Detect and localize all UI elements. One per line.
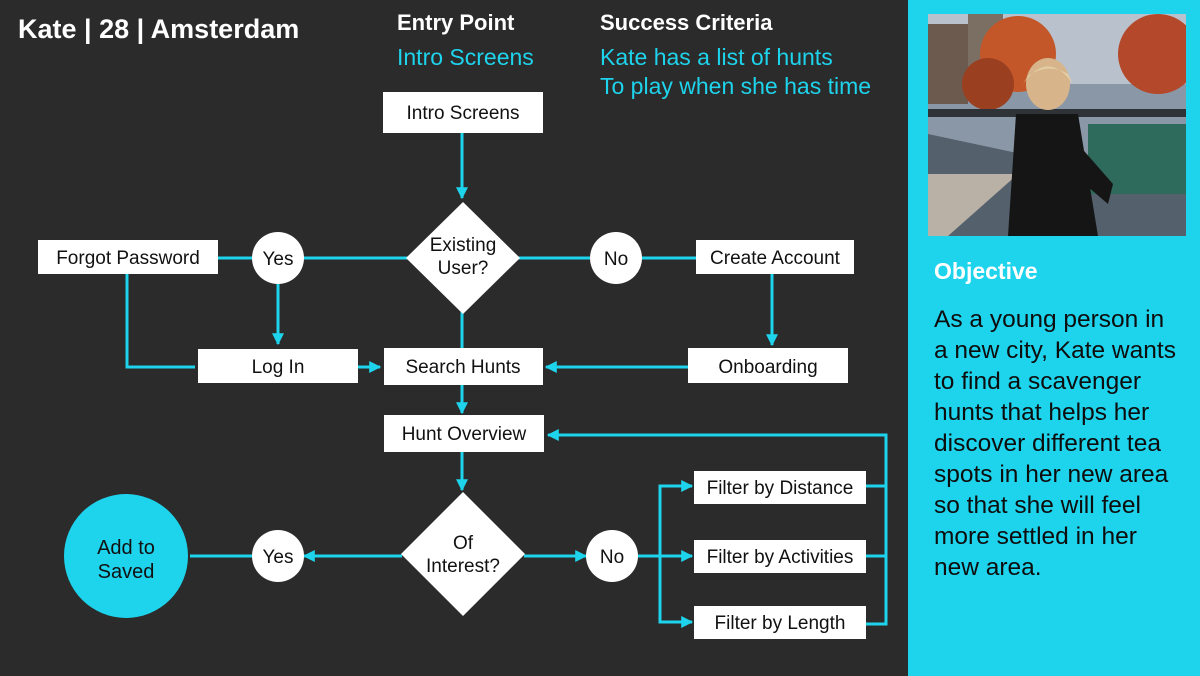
objective-title: Objective	[934, 258, 1038, 284]
node-create-account: Create Account	[696, 240, 854, 274]
node-filter-activities: Filter by Activities	[694, 540, 866, 573]
node-onboarding-label: Onboarding	[718, 357, 817, 378]
node-search-hunts-label: Search Hunts	[405, 357, 520, 378]
node-of-interest-line-2: Interest?	[426, 556, 500, 577]
node-of-interest: Of Interest?	[401, 492, 525, 616]
persona-photo-illustration	[928, 14, 1186, 236]
node-add-to-saved: Add to Saved	[64, 494, 188, 618]
node-existing-user-line-2: User?	[438, 258, 489, 279]
node-hunt-overview-label: Hunt Overview	[402, 424, 527, 445]
connector-no-to-length	[658, 556, 694, 628]
node-no-top-label: No	[604, 249, 628, 270]
node-filter-distance: Filter by Distance	[694, 471, 866, 504]
connector-length-to-loop	[866, 486, 888, 626]
flowchart: Intro Screens Existing User? Yes No Forg…	[38, 92, 888, 639]
node-add-to-saved-line-1: Add to	[97, 537, 155, 559]
connector-distance-to-overview	[546, 429, 888, 488]
node-existing-user: Existing User?	[406, 202, 520, 314]
node-search-hunts: Search Hunts	[384, 348, 543, 385]
persona-title: Kate | 28 | Amsterdam	[18, 14, 300, 44]
node-filter-distance-label: Filter by Distance	[707, 478, 854, 499]
node-add-to-saved-line-2: Saved	[98, 561, 155, 583]
node-yes-bottom: Yes	[252, 530, 304, 582]
success-criteria-line-1: Kate has a list of hunts	[600, 44, 833, 70]
success-criteria-line-2: To play when she has time	[600, 73, 872, 99]
connector-no-to-distance	[658, 480, 694, 556]
node-yes-top-label: Yes	[263, 249, 294, 270]
node-filter-length-label: Filter by Length	[715, 613, 846, 634]
node-intro-screens: Intro Screens	[383, 92, 543, 133]
node-yes-bottom-label: Yes	[263, 547, 294, 568]
node-onboarding: Onboarding	[688, 348, 848, 383]
node-existing-user-line-1: Existing	[430, 235, 497, 256]
connector-forgot-to-login	[125, 274, 195, 369]
node-no-top: No	[590, 232, 642, 284]
node-yes-top: Yes	[252, 232, 304, 284]
node-hunt-overview: Hunt Overview	[384, 415, 544, 452]
connectors	[125, 133, 888, 628]
entry-point-title: Entry Point	[397, 10, 515, 35]
success-criteria-title: Success Criteria	[600, 10, 773, 35]
objective-panel: Objective As a young person in a new cit…	[908, 0, 1200, 676]
node-forgot-password-label: Forgot Password	[56, 248, 200, 269]
objective-text: As a young person in a new city, Kate wa…	[934, 306, 1176, 581]
node-of-interest-line-1: Of	[453, 533, 474, 554]
node-create-account-label: Create Account	[710, 248, 841, 269]
node-forgot-password: Forgot Password	[38, 240, 218, 274]
node-filter-activities-label: Filter by Activities	[707, 547, 854, 568]
node-no-bottom-label: No	[600, 547, 624, 568]
node-no-bottom: No	[586, 530, 638, 582]
node-log-in: Log In	[198, 349, 358, 383]
node-log-in-label: Log In	[252, 357, 305, 378]
flow-canvas: Kate | 28 | Amsterdam Entry Point Intro …	[18, 10, 888, 639]
entry-point-value: Intro Screens	[397, 44, 534, 70]
node-intro-screens-label: Intro Screens	[407, 103, 520, 124]
persona-photo	[928, 14, 1186, 236]
node-filter-length: Filter by Length	[694, 606, 866, 639]
